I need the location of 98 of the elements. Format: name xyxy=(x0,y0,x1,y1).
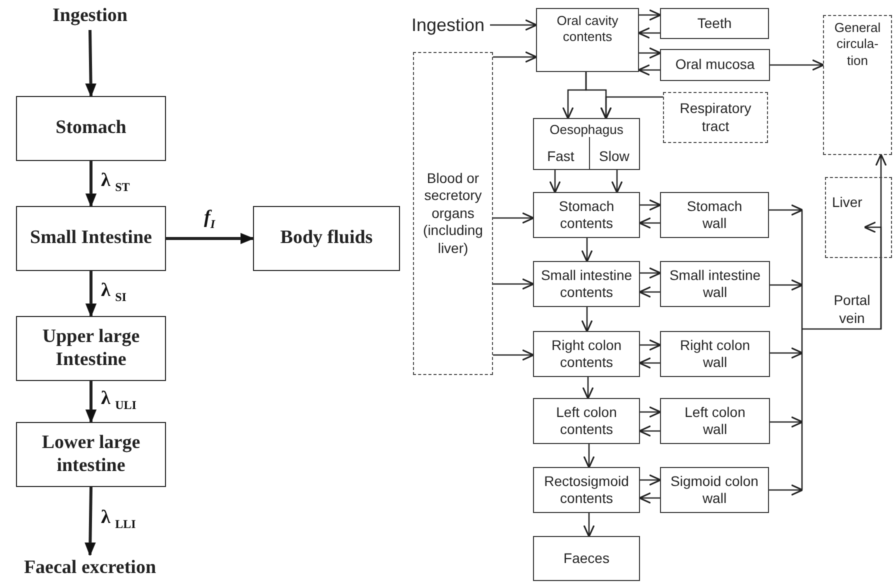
arrow xyxy=(640,406,662,418)
thick-arrow xyxy=(85,161,97,207)
arrow xyxy=(549,170,561,194)
process-box xyxy=(533,261,640,307)
arrow xyxy=(640,199,662,211)
arrow xyxy=(801,154,887,491)
node-label: Oral mucosa xyxy=(675,56,755,74)
node-label: Sigmoid colon wall xyxy=(670,472,760,508)
arrow xyxy=(770,416,804,428)
flow-text: Ingestion xyxy=(52,4,128,28)
node-label: Liver xyxy=(832,194,862,212)
arrow xyxy=(600,96,663,120)
arrow xyxy=(640,474,662,486)
process-box xyxy=(660,192,769,238)
node-label: Upper large Intestine xyxy=(41,326,141,372)
arrow xyxy=(640,267,662,279)
vessel-label: Portal vein xyxy=(832,292,872,327)
process-box xyxy=(533,467,640,513)
process-box xyxy=(660,49,770,81)
arrow xyxy=(639,47,662,59)
process-box xyxy=(533,331,640,377)
node-label: Oral cavity contents xyxy=(556,13,620,46)
process-box xyxy=(660,467,769,513)
thick-arrow xyxy=(166,232,254,244)
arrow xyxy=(769,204,804,216)
arrow xyxy=(640,339,662,351)
arrow xyxy=(581,238,593,262)
thick-arrow xyxy=(85,30,96,97)
node-label: Left colon wall xyxy=(684,404,746,438)
dashed-box xyxy=(413,52,493,375)
node-label: Right colon contents xyxy=(550,336,623,372)
flow-text: Faecal excretion xyxy=(24,557,156,580)
arrow xyxy=(581,307,593,332)
edge-label: λ $_{ST}$ xyxy=(99,170,132,194)
node-label: Blood or secretory organs (including liver) xyxy=(422,170,484,258)
flow-text: Ingestion xyxy=(411,14,485,36)
arrow xyxy=(638,286,660,298)
arrow xyxy=(638,27,660,39)
node-label: Small intestine wall xyxy=(668,266,762,302)
node-label: Fast xyxy=(547,148,574,166)
arrow xyxy=(493,278,534,290)
node-label: Body fluids xyxy=(280,227,373,250)
arrow xyxy=(864,222,882,329)
node-label: General circula- tion xyxy=(833,20,882,69)
process-box xyxy=(660,261,770,307)
node-label: Left colon contents xyxy=(555,404,618,438)
process-box xyxy=(16,422,166,487)
node-label: Lower large intestine xyxy=(40,432,142,478)
node-label: Small intestine contents xyxy=(540,266,634,302)
process-box xyxy=(16,206,166,271)
node-label: Teeth xyxy=(697,14,732,32)
node-label: Stomach wall xyxy=(686,198,744,232)
dashed-box xyxy=(663,92,768,143)
process-box xyxy=(533,536,640,581)
arrow xyxy=(611,170,623,194)
arrow xyxy=(770,59,824,71)
node-label: Small Intestine xyxy=(30,227,152,250)
edge-label: λ $_{SI}$ xyxy=(99,280,128,304)
arrow xyxy=(638,217,660,229)
arrow xyxy=(638,357,660,369)
arrow xyxy=(638,492,660,504)
arrow xyxy=(493,51,538,63)
process-box xyxy=(660,331,770,377)
dashed-box xyxy=(825,177,892,258)
node-label: Stomach contents xyxy=(558,198,616,232)
thick-arrow xyxy=(84,486,96,556)
process-box xyxy=(536,8,639,72)
arrow xyxy=(639,9,662,21)
arrow xyxy=(770,279,804,291)
node-label: Right colon wall xyxy=(678,336,752,372)
arrow xyxy=(769,484,804,496)
dashed-box xyxy=(823,15,892,155)
thick-arrow xyxy=(85,381,97,423)
node-label: Respiratory tract xyxy=(678,100,752,135)
arrow xyxy=(583,444,595,468)
process-box xyxy=(533,192,640,238)
node-label: Rectosigmoid contents xyxy=(543,472,630,508)
node-label: Stomach xyxy=(56,117,126,140)
node-label: Slow xyxy=(599,148,630,166)
arrow xyxy=(582,377,594,400)
process-box xyxy=(16,96,166,161)
arrow xyxy=(490,19,538,31)
thick-arrow xyxy=(85,271,97,317)
process-box xyxy=(660,8,769,39)
arrow xyxy=(493,349,534,361)
arrow xyxy=(583,513,595,538)
process-box xyxy=(253,206,400,271)
process-box xyxy=(16,316,166,381)
process-box xyxy=(660,398,770,444)
process-box xyxy=(533,398,640,444)
arrow xyxy=(493,212,534,224)
arrow xyxy=(770,347,804,359)
arrow xyxy=(638,64,660,76)
process-box xyxy=(533,118,640,170)
node-label: Faeces xyxy=(564,550,610,568)
arrow xyxy=(638,425,660,437)
edge-label: λ $_{ULI}$ xyxy=(99,388,138,412)
node-label: Oesophagus xyxy=(550,122,624,138)
